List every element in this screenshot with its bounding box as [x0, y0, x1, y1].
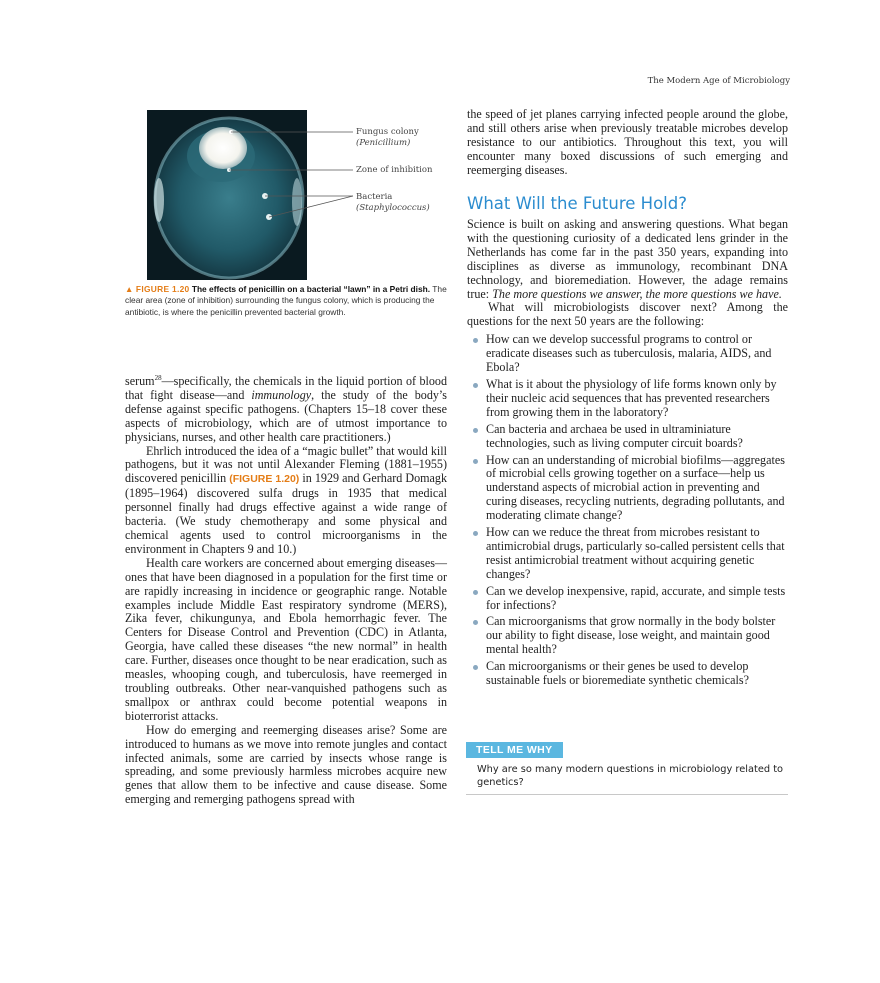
callout-bacteria-species: (Staphylococcus) [356, 203, 430, 213]
list-item: Can bacteria and archaea be used in ultr… [467, 422, 788, 451]
list-item: How can an understanding of microbial bi… [467, 453, 788, 524]
bullet-icon [473, 427, 478, 433]
paragraph-ehrlich: Ehrlich introduced the idea of a “magic … [125, 443, 448, 556]
right-column-body: Science is built on asking and answering… [467, 217, 788, 691]
callout-bacteria-label: Bacteria [356, 192, 393, 202]
caption-triangle-icon: ▲ [125, 284, 134, 294]
callout-bacteria: Bacteria (Staphylococcus) [356, 192, 430, 214]
bullet-icon [473, 531, 478, 537]
tell-me-why-question: Why are so many modern questions in micr… [477, 764, 784, 788]
paragraph-continuation: the speed of jet planes carrying infecte… [467, 107, 788, 177]
list-item: How can we reduce the threat from microb… [467, 525, 788, 582]
list-item: How can we develop successful programs t… [467, 332, 788, 375]
section-heading: What Will the Future Hold? [467, 194, 687, 213]
callout-zone-label: Zone of inhibition [356, 165, 433, 175]
paragraph-science: Science is built on asking and answering… [467, 217, 788, 301]
list-item: What is it about the physiology of life … [467, 377, 788, 420]
list-item: Can microorganisms that grow normally in… [467, 615, 788, 657]
paragraph-serum: serum28—specifically, the chemicals in t… [125, 374, 447, 444]
list-item: Can we develop inexpensive, rapid, accur… [467, 584, 788, 613]
caption-body: The clear area (zone of inhibition) surr… [125, 284, 447, 317]
callout-fungus-colony: Fungus colony (Penicillium) [356, 127, 419, 149]
tell-me-why-label: TELL ME WHY [466, 742, 563, 758]
right-column-continuation: the speed of jet planes carrying infecte… [467, 107, 788, 178]
caption-label: FIGURE 1.20 [135, 284, 190, 294]
bullet-icon [473, 589, 478, 595]
bullet-icon [473, 382, 478, 388]
figure-1-20: Fungus colony (Penicillium) Zone of inhi… [147, 110, 447, 290]
petri-dish-photo [147, 110, 307, 280]
list-item: Can microorganisms or their genes be use… [467, 659, 788, 688]
callout-zone-of-inhibition: Zone of inhibition [356, 165, 432, 176]
left-column: serum28—specifically, the chemicals in t… [125, 372, 447, 807]
paragraph-what-next: What will microbiologists discover next?… [467, 300, 788, 329]
running-head: The Modern Age of Microbiology [647, 76, 790, 86]
divider [466, 794, 788, 795]
figure-caption: ▲ FIGURE 1.20 The effects of penicillin … [125, 284, 450, 318]
bullet-icon [473, 620, 478, 626]
bullet-icon [473, 458, 478, 464]
callout-leader-lines [229, 131, 354, 218]
bullet-icon [473, 665, 478, 671]
footnote-ref: 28 [154, 374, 162, 382]
callout-fungus-species: (Penicillium) [356, 138, 411, 148]
question-list: How can we develop successful programs t… [467, 332, 788, 688]
callout-fungus-label: Fungus colony [356, 127, 419, 137]
paragraph-emerging-diseases: Health care workers are concerned about … [125, 555, 447, 723]
bullet-icon [473, 338, 478, 344]
paragraph-how-arise: How do emerging and reemerging diseases … [125, 722, 447, 807]
caption-title: The effects of penicillin on a bacterial… [191, 284, 431, 294]
figure-reference-link[interactable]: (FIGURE 1.20) [229, 473, 300, 486]
